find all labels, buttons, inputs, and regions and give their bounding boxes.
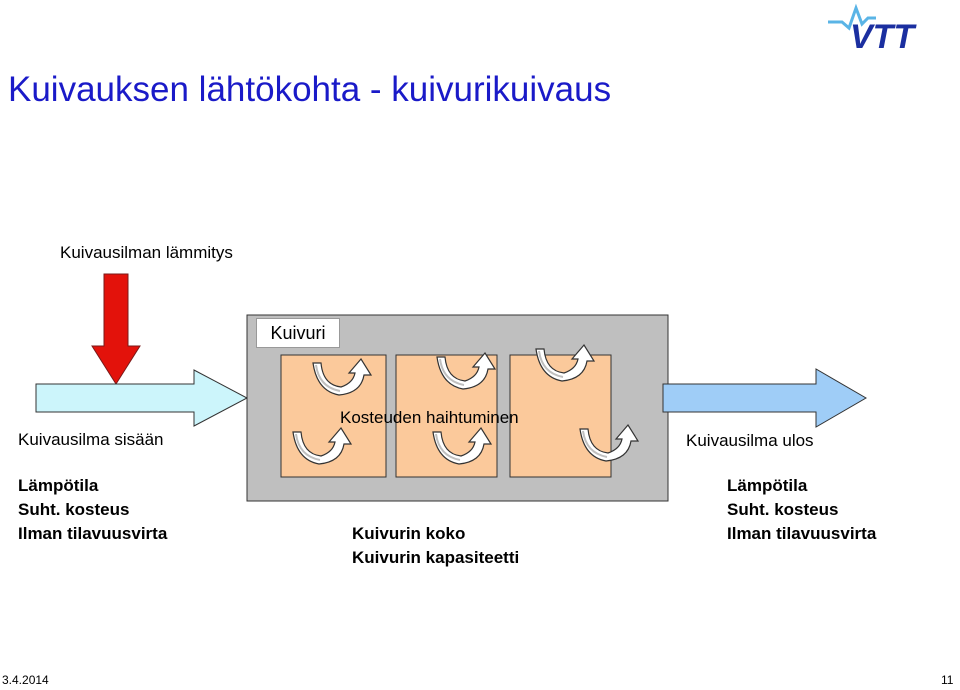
air-in-arrow bbox=[35, 369, 249, 427]
evaporation-arrow-icon bbox=[292, 426, 353, 465]
air-in-property: Ilman tilavuusvirta bbox=[18, 524, 168, 543]
evaporation-arrow-icon bbox=[579, 423, 640, 462]
air-out-properties: Lämpötila Suht. kosteus Ilman tilavuusvi… bbox=[727, 474, 876, 546]
air-out-arrow bbox=[662, 368, 867, 428]
vtt-logo: VTT bbox=[828, 3, 917, 56]
air-out-label: Kuivausilma ulos bbox=[686, 431, 814, 450]
footer-date: 3.4.2014 bbox=[2, 673, 49, 687]
logo-wave-icon bbox=[828, 3, 876, 31]
air-out-property: Lämpötila bbox=[727, 476, 808, 495]
air-out-property: Suht. kosteus bbox=[727, 500, 839, 519]
heating-label: Kuivausilman lämmitys bbox=[60, 243, 233, 262]
evaporation-arrow-icon bbox=[436, 351, 497, 390]
evaporation-arrow-icon bbox=[312, 357, 373, 396]
page-number: 11 bbox=[941, 673, 954, 687]
air-out-property: Ilman tilavuusvirta bbox=[727, 524, 877, 543]
air-in-property: Suht. kosteus bbox=[18, 500, 130, 519]
dryer-property: Kuivurin koko bbox=[352, 524, 466, 543]
air-in-label: Kuivausilma sisään bbox=[18, 430, 164, 449]
dryer-properties: Kuivurin koko Kuivurin kapasiteetti bbox=[352, 522, 519, 570]
dryer-box-label: Kuivuri bbox=[256, 318, 340, 348]
page-title: Kuivauksen lähtökohta - kuivurikuivaus bbox=[8, 70, 612, 109]
evaporation-arrow-icon bbox=[432, 426, 493, 465]
air-in-property: Lämpötila bbox=[18, 476, 99, 495]
dryer-property: Kuivurin kapasiteetti bbox=[352, 548, 520, 567]
evaporation-arrow-icon bbox=[535, 343, 596, 382]
heating-arrow bbox=[91, 273, 141, 385]
air-in-properties: Lämpötila Suht. kosteus Ilman tilavuusvi… bbox=[18, 474, 167, 546]
evaporation-arrows bbox=[292, 343, 640, 465]
logo-text: VTT bbox=[850, 18, 917, 56]
evaporation-label: Kosteuden haihtuminen bbox=[340, 408, 519, 427]
